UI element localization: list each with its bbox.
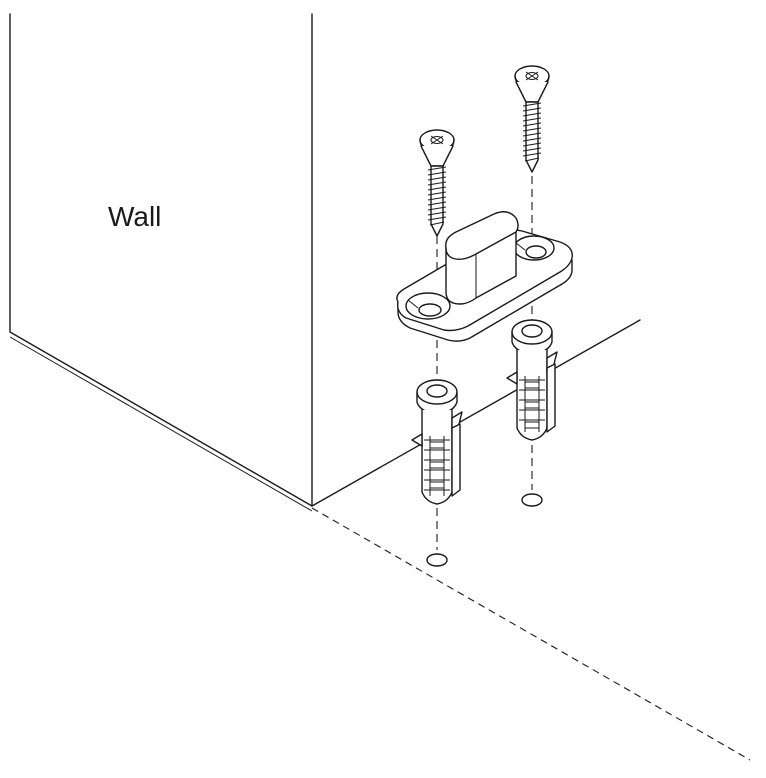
floor-hole-left — [426, 553, 448, 567]
floor-holes — [426, 493, 543, 567]
stop-plate — [396, 211, 573, 342]
screw-left — [419, 129, 455, 237]
screw-right — [514, 65, 550, 173]
floor-hole-right — [521, 493, 543, 507]
floor-line — [311, 507, 751, 761]
wall-plug-left — [411, 379, 463, 505]
wall-label: Wall — [108, 201, 161, 232]
wall-plug-right — [506, 319, 558, 441]
wall: Wall — [9, 13, 751, 761]
